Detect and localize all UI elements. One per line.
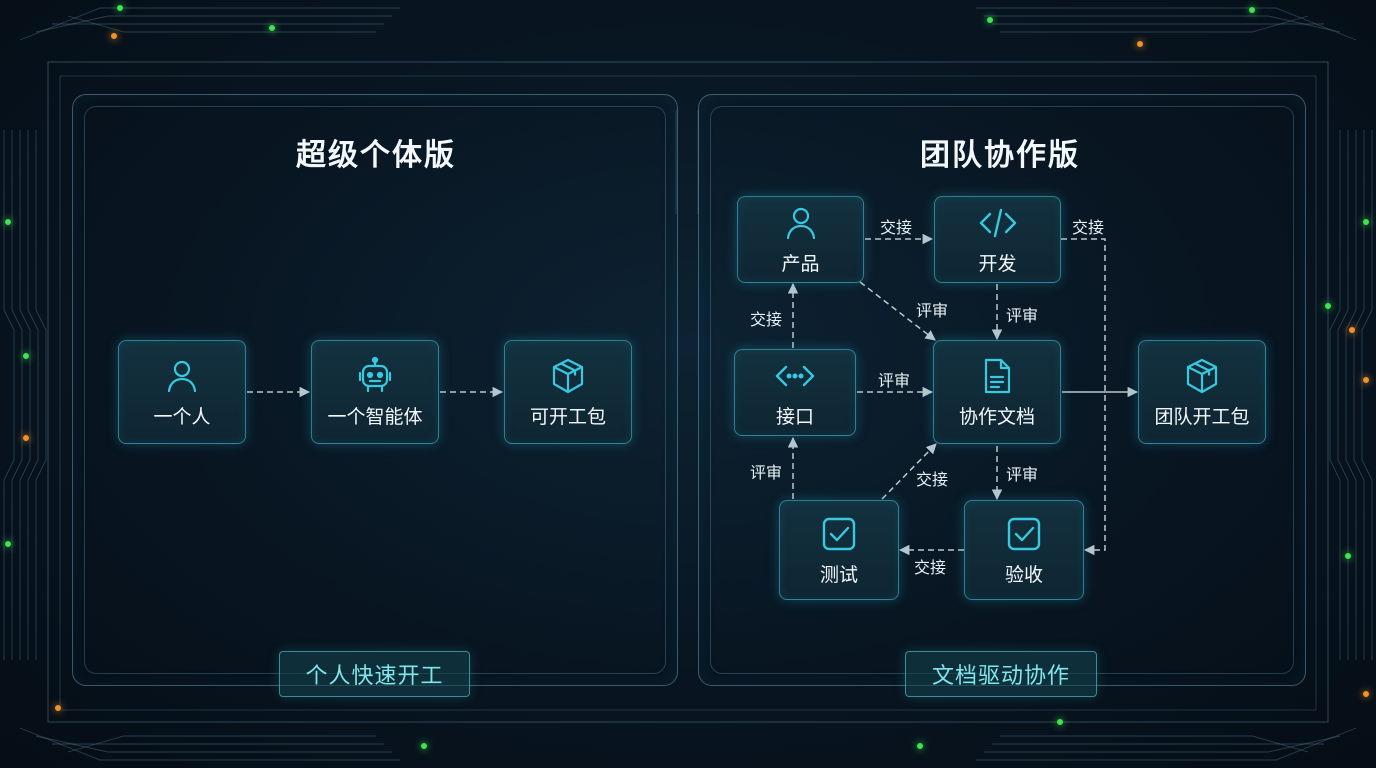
- circuit-node-dot-2: [269, 25, 275, 31]
- node-doc: 协作文档: [933, 340, 1061, 444]
- circuit-trace-top-right-3: [1000, 15, 1309, 33]
- node-pack-label: 可开工包: [529, 405, 606, 428]
- circuit-node-dot-3: [111, 33, 117, 39]
- circuit-trace-bottom-left-1: [35, 735, 392, 753]
- node-product: 产品: [737, 196, 864, 283]
- edge-label-product-dev: 交接: [880, 218, 913, 237]
- circuit-node-dot-9: [23, 435, 29, 441]
- node-teampack-label: 团队开工包: [1154, 405, 1250, 428]
- circuit-trace-right-4: [1329, 130, 1341, 660]
- edge-label-test-doc: 交接: [916, 470, 949, 489]
- circuit-node-dot-8: [23, 353, 29, 359]
- circuit-trace-top-left-3: [67, 15, 376, 33]
- circuit-trace-top-left-0: [19, 7, 400, 41]
- api-icon: [775, 356, 815, 396]
- circuit-node-dot-11: [1363, 219, 1369, 225]
- circuit-trace-top-right-1: [984, 15, 1341, 33]
- node-accept-label: 验收: [1004, 563, 1043, 586]
- edge-label-api-doc: 评审: [878, 371, 911, 390]
- edge-label-dev-doc: 评审: [1006, 306, 1039, 325]
- circuit-trace-left-0: [3, 130, 15, 660]
- package-icon: [548, 356, 588, 396]
- circuit-node-dot-19: [1057, 719, 1063, 725]
- circuit-node-dot-17: [421, 743, 427, 749]
- circuit-node-dot-16: [1363, 691, 1369, 697]
- circuit-trace-left-1: [11, 130, 23, 660]
- solo-edition-title: 超级个体版: [296, 138, 456, 173]
- node-dev-label: 开发: [978, 253, 1017, 275]
- circuit-node-dot-20: [55, 705, 61, 711]
- circuit-node-dot-7: [5, 219, 11, 225]
- team-edition-footer-badge: 文档驱动协作: [905, 651, 1097, 697]
- circuit-trace-top-right-0: [976, 7, 1357, 41]
- solo-edition-footer-badge: 个人快速开工: [279, 651, 470, 697]
- circuit-node-dot-10: [5, 541, 11, 547]
- circuit-trace-left-2: [19, 130, 31, 660]
- edge-label-dev-accept: 交接: [1072, 218, 1105, 237]
- edge-label-api-product: 交接: [750, 310, 783, 329]
- node-doc-label: 协作文档: [958, 405, 1035, 428]
- circuit-node-dot-4: [987, 17, 993, 23]
- edge-label-accept-test: 交接: [914, 558, 947, 577]
- circuit-node-dot-5: [1137, 41, 1143, 47]
- circuit-trace-right-2: [1345, 130, 1357, 660]
- edge-dev-accept: [1061, 238, 1106, 556]
- circuit-frame-outer: [47, 61, 1329, 723]
- robot-icon: [355, 356, 395, 396]
- node-person: 一个人: [118, 340, 246, 444]
- node-product-label: 产品: [781, 253, 820, 275]
- circuit-trace-top-left-1: [35, 15, 392, 33]
- node-api: 接口: [734, 349, 856, 436]
- team-edition-title: 团队协作版: [920, 138, 1080, 173]
- document-icon: [977, 356, 1017, 396]
- edge-label-test-api: 评审: [750, 463, 783, 482]
- circuit-trace-bottom-right-1: [984, 735, 1341, 753]
- node-accept: 验收: [964, 500, 1084, 600]
- node-test-label: 测试: [819, 563, 858, 586]
- circuit-trace-bottom-right-3: [1000, 735, 1309, 753]
- node-test: 测试: [779, 500, 899, 600]
- circuit-node-dot-18: [917, 743, 923, 749]
- circuit-node-dot-12: [1325, 303, 1331, 309]
- circuit-trace-left-4: [35, 130, 47, 660]
- checkbox-icon: [819, 514, 859, 554]
- code-icon: [978, 203, 1018, 243]
- circuit-node-dot-6: [1249, 7, 1255, 13]
- circuit-node-dot-15: [1345, 553, 1351, 559]
- checkbox-icon: [1004, 514, 1044, 554]
- node-api-label: 接口: [775, 406, 814, 428]
- circuit-trace-bottom-left-0: [19, 727, 400, 761]
- circuit-trace-bottom-right-0: [976, 727, 1357, 761]
- circuit-trace-right-3: [1337, 130, 1349, 660]
- node-agent-label: 一个智能体: [327, 405, 423, 428]
- edge-product-doc: [859, 281, 936, 341]
- circuit-trace-right-0: [1361, 130, 1373, 660]
- circuit-node-dot-13: [1349, 327, 1355, 333]
- circuit-frame-inner: [59, 75, 1317, 711]
- package-icon: [1182, 356, 1222, 396]
- circuit-trace-bottom-left-3: [67, 735, 376, 753]
- node-pack: 可开工包: [504, 340, 632, 444]
- circuit-node-dot-14: [1363, 377, 1369, 383]
- circuit-node-dot-1: [117, 5, 123, 11]
- node-teampack: 团队开工包: [1138, 340, 1266, 444]
- circuit-trace-left-3: [27, 130, 39, 660]
- node-dev: 开发: [934, 196, 1061, 283]
- person-icon: [781, 203, 821, 243]
- edge-label-product-doc: 评审: [916, 301, 949, 320]
- edge-test-doc: [881, 443, 937, 500]
- node-person-label: 一个人: [153, 405, 211, 428]
- circuit-trace-right-1: [1353, 130, 1365, 660]
- node-agent: 一个智能体: [311, 340, 439, 444]
- person-icon: [162, 356, 202, 396]
- edge-label-doc-accept: 评审: [1006, 465, 1039, 484]
